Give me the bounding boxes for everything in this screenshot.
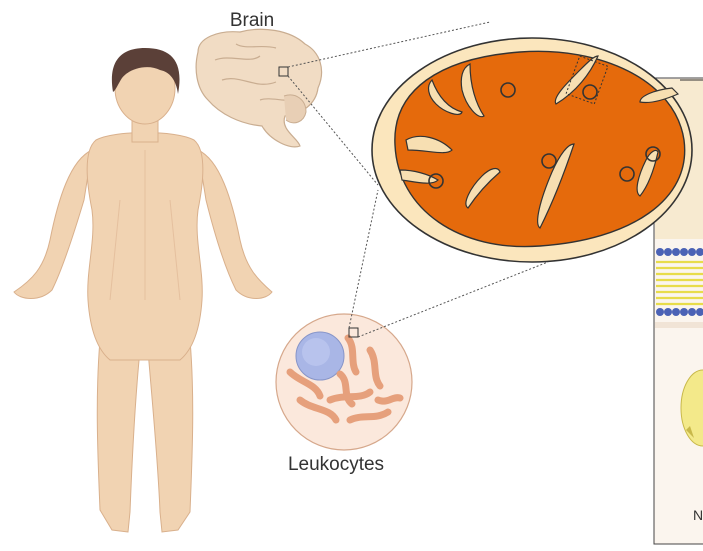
mitochondrion-icon [372,38,692,262]
human-body-figure [14,48,272,532]
panel-partial-label: N [693,507,703,523]
leukocyte-cell-icon [276,314,412,450]
leukocytes-label: Leukocytes [288,454,384,475]
brain-icon [196,29,321,147]
brain-label: Brain [230,10,274,31]
